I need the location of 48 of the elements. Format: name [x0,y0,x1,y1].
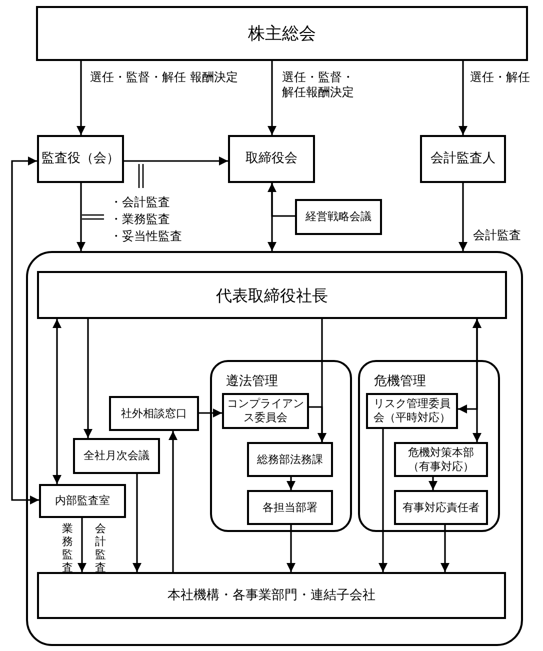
org-box: リスク管理委員会（平時対応） [366,393,458,429]
org-box: コンプライアンス委員会 [222,393,309,429]
double-headed-arrow [268,183,276,251]
org-box: 各担当部署 [247,490,333,525]
group-title: 危機管理 [374,373,426,390]
arrow [168,431,178,572]
org-box: 取締役会 [228,135,315,183]
org-box: 内部監査室 [39,484,126,518]
arrow [378,429,388,572]
arrow [132,474,142,572]
arrow [458,183,468,251]
annotation-text: 会計監査 [95,522,107,574]
arrow [458,61,468,135]
double-headed-arrow [472,319,482,442]
org-box: 有事対応責任者 [394,490,488,525]
arrow [286,477,296,490]
arrow [309,406,326,442]
arrow [268,61,276,135]
connector-line [271,183,295,217]
edge-label: 業務監査 [62,522,74,574]
org-box: 社外相談窓口 [109,396,199,431]
org-box: 全社月次会議 [73,438,160,474]
arrow [124,156,228,166]
arrow [76,61,86,135]
arrow [428,477,438,490]
arrow [286,525,296,572]
org-box: 株主総会 [36,6,528,61]
org-box: 本社機構・各事業部門・連結子会社 [37,572,506,619]
group-panel [358,360,500,532]
arrow [199,408,222,418]
org-box: 代表取締役社長 [37,271,507,319]
edge-label: 選任・監督・解任 報酬決定 [90,70,238,85]
double-headed-arrow [11,156,39,504]
group-title: 遵法管理 [226,373,278,390]
arrow [78,518,86,572]
arrow [84,319,92,438]
arrow [440,525,450,572]
org-box: 危機対策本部（有事対応） [394,442,488,477]
arrow [76,183,86,251]
org-box: 会計監査人 [420,135,506,183]
edge-label: 会計監査 [473,228,521,243]
double-headed-arrow [52,319,62,484]
edge-label: 選任・解任 [470,70,530,85]
org-box: 総務部法務課 [247,442,333,477]
org-box: 経営戦略会議 [295,199,382,235]
group-panel [210,360,352,532]
org-box: 監査役（会） [37,135,124,183]
container-panel [26,251,523,646]
